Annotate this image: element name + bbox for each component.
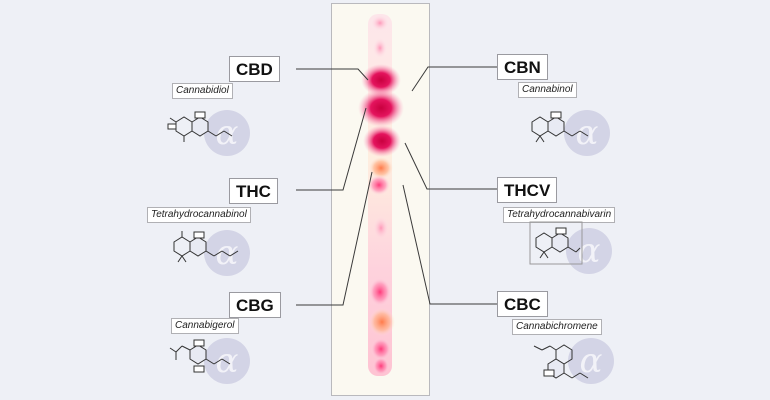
molecule-structure-icon [531, 111, 589, 143]
molecule-structure-icon [533, 344, 589, 379]
spot-cbd [361, 64, 401, 96]
connector-thc [296, 107, 367, 191]
connector-cbg [296, 171, 373, 306]
label-thc: THC [229, 178, 278, 204]
label-cbc: CBC [497, 291, 548, 317]
spot-cbg [369, 278, 391, 306]
spot-faint-middle [373, 216, 389, 240]
spot-bottom [373, 357, 389, 375]
spot-cbn [363, 125, 401, 157]
thumbnail-thcv: α [528, 220, 614, 286]
thumbnail-cbg: α [166, 332, 252, 398]
full-name-cbc: Cannabichromene [512, 319, 602, 335]
tlc-spots [358, 14, 404, 376]
label-thcv: THCV [497, 177, 558, 203]
connector-thcv [404, 142, 497, 190]
spot-lower-orange [369, 308, 395, 336]
molecule-structure-icon [529, 221, 583, 265]
spot-lower [371, 338, 391, 360]
svg-text:α: α [580, 341, 603, 381]
thumbnail-cbn: α [526, 100, 612, 166]
label-cbg: CBG [229, 292, 281, 318]
alpha-logo-icon: α [566, 228, 612, 274]
connector-cbn [411, 66, 497, 92]
thumbnail-thc: α [166, 222, 252, 288]
full-name-cbd: Cannabidiol [172, 83, 233, 99]
full-name-thc: Tetrahydrocannabinol [147, 207, 251, 223]
svg-text:α: α [578, 231, 601, 271]
svg-text:α: α [216, 341, 239, 381]
molecule-structure-icon [167, 111, 233, 142]
spot-faint-upper [373, 38, 387, 58]
spot-cbc [368, 175, 390, 195]
svg-text:α: α [216, 233, 239, 273]
alpha-logo-icon: α [204, 230, 250, 276]
spot-thcv [369, 157, 393, 179]
thumbnail-cbc: α [530, 334, 616, 400]
spot-thc [358, 89, 404, 127]
molecule-structure-icon [173, 231, 239, 263]
label-cbd: CBD [229, 56, 280, 82]
thumbnail-cbd: α [166, 100, 252, 166]
spot-top [371, 15, 389, 31]
connector-cbc [402, 184, 497, 305]
alpha-logo-icon: α [204, 338, 250, 384]
connector-cbd [296, 68, 369, 81]
label-cbn: CBN [497, 54, 548, 80]
svg-text:α: α [576, 113, 599, 153]
full-name-cbn: Cannabinol [518, 82, 577, 98]
tlc-plate [331, 3, 430, 396]
alpha-logo-icon: α [568, 338, 614, 384]
molecule-structure-icon [169, 339, 231, 373]
alpha-logo-icon: α [564, 110, 610, 156]
full-name-cbg: Cannabigerol [171, 318, 239, 334]
